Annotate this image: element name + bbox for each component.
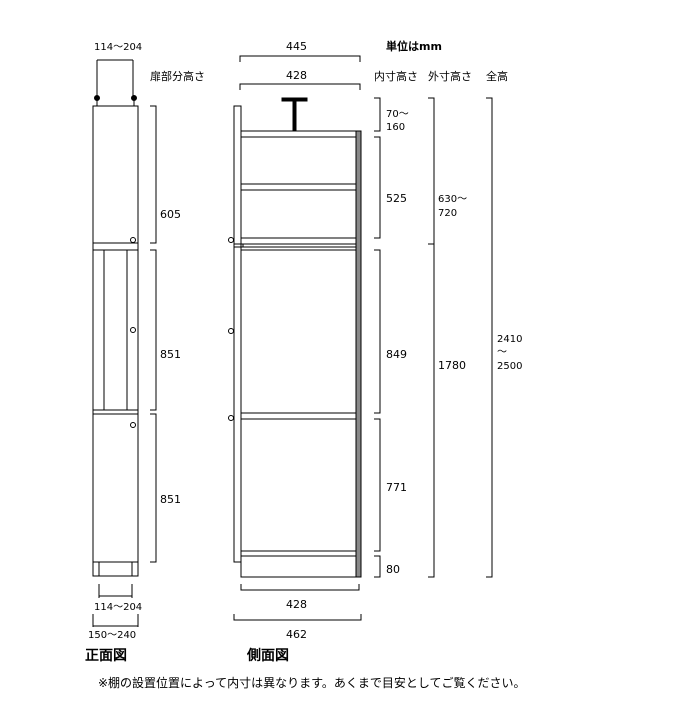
inner-height-upper: 525: [386, 192, 407, 205]
front-view: [92, 59, 157, 627]
outer-height-upper-a: 630〜: [438, 194, 467, 205]
footnote: ※棚の設置位置によって内寸は異なります。あくまで目安としてご覧ください。: [98, 675, 526, 690]
door-height-lower: 851: [160, 493, 181, 506]
total-height-b: 〜: [497, 347, 507, 358]
outer-height-header: 外寸高さ: [428, 69, 472, 83]
inner-top-gap-a: 70〜: [386, 109, 409, 120]
units-label: 単位はmm: [386, 39, 442, 53]
outer-height-lower: 1780: [438, 359, 466, 372]
total-height-a: 2410: [497, 334, 522, 345]
side-bottom-inner-depth: 428: [286, 598, 307, 611]
side-view: [228, 55, 493, 621]
door-height-upper: 605: [160, 208, 181, 221]
inner-top-gap-b: 160: [386, 122, 405, 133]
inner-height-base: 80: [386, 563, 400, 576]
inner-height-header: 内寸高さ: [374, 69, 418, 83]
front-top-width-label: 114〜204: [94, 42, 142, 53]
total-height-header: 全高: [486, 69, 508, 83]
front-bottom-outer-width: 150〜240: [88, 630, 136, 641]
outer-height-upper-b: 720: [438, 208, 457, 219]
side-top-inner-depth: 428: [286, 69, 307, 82]
side-top-outer-depth: 445: [286, 40, 307, 53]
door-height-middle: 851: [160, 348, 181, 361]
inner-height-middle: 849: [386, 348, 407, 361]
front-view-title: 正面図: [85, 648, 127, 664]
side-bottom-outer-depth: 462: [286, 628, 307, 641]
total-height-c: 2500: [497, 361, 522, 372]
side-view-title: 側面図: [246, 647, 289, 664]
inner-height-lower: 771: [386, 481, 407, 494]
front-bottom-inner-width: 114〜204: [94, 602, 142, 613]
door-height-header: 扉部分高さ: [150, 69, 205, 83]
